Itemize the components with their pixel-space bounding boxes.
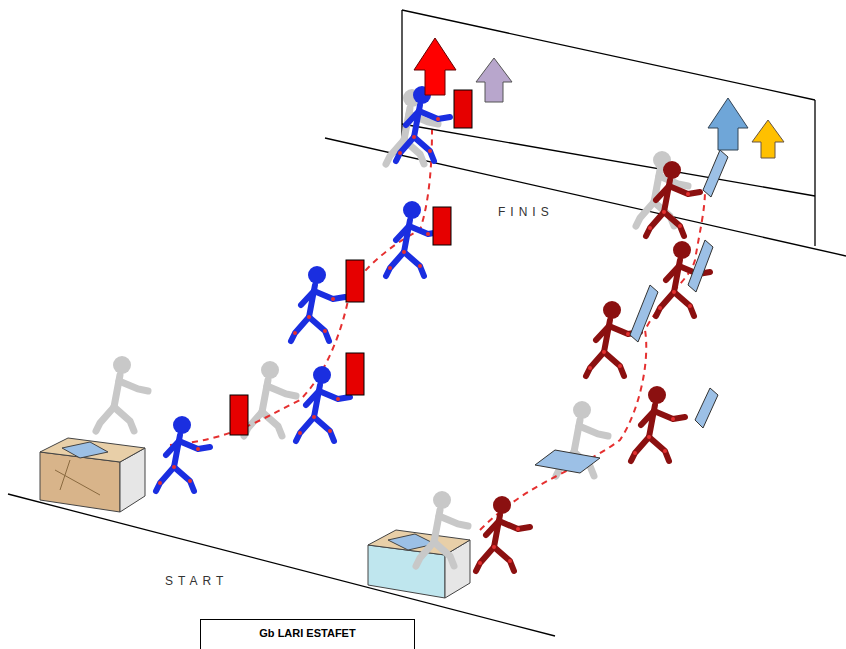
zone-label: START bbox=[165, 574, 228, 588]
baton-red bbox=[230, 90, 472, 435]
figure-caption: Gb LARI ESTAFET bbox=[200, 619, 415, 649]
baton-blue bbox=[535, 150, 728, 473]
arrow-blue bbox=[708, 98, 748, 150]
baton-box-left bbox=[40, 438, 145, 512]
arrow-red bbox=[414, 38, 456, 95]
runner-maroon bbox=[476, 161, 710, 571]
arrow-purple bbox=[476, 58, 512, 102]
runner-blue bbox=[156, 86, 450, 491]
zone-label: FINIS bbox=[498, 205, 554, 219]
track-lines bbox=[8, 10, 846, 636]
run-path bbox=[170, 130, 432, 445]
run-path bbox=[480, 190, 705, 530]
arrow-yellow bbox=[752, 120, 784, 158]
